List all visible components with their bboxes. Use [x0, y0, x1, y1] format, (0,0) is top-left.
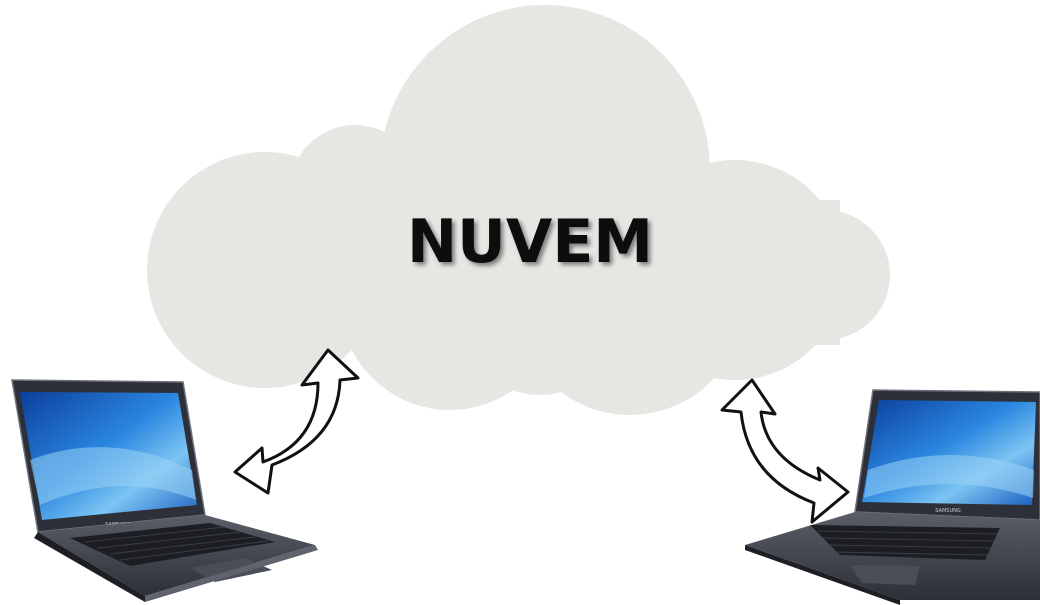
laptop-brand: SAMSUNG — [935, 508, 961, 514]
laptop-icon: SAMSUNG — [11, 379, 318, 602]
cloud-icon — [147, 5, 890, 415]
sync-arrow-icon — [233, 348, 360, 495]
sync-arrow-icon — [720, 378, 850, 524]
laptop-icon: SAMSUNG — [745, 389, 1040, 605]
laptop-left: SAMSUNG — [11, 379, 318, 602]
cloud-label: NUVEM — [407, 207, 653, 277]
laptop-right: SAMSUNG — [745, 389, 1040, 605]
